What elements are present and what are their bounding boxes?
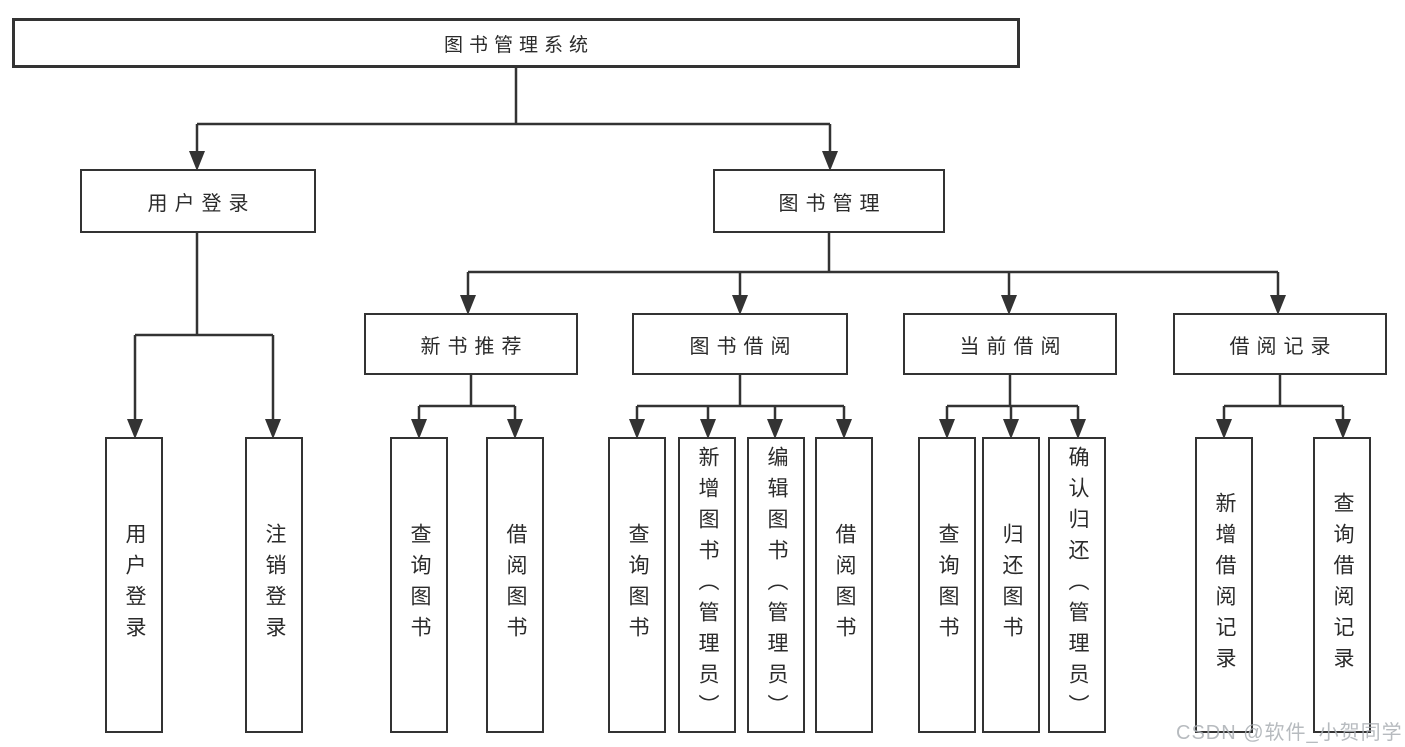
node-book-management-label: 图书管理 xyxy=(778,192,887,215)
node-root-label: 图书管理系统 xyxy=(443,34,594,56)
leaf-current-confirm-return-admin-label: 确认归还（管理员） xyxy=(1066,445,1089,725)
leaf-logout-label: 注销登录 xyxy=(263,523,286,647)
connector-lines xyxy=(133,68,1345,421)
leaf-current-confirm-return-admin: 确认归还（管理员） xyxy=(1048,437,1106,733)
leaf-recommend-borrow-books: 借阅图书 xyxy=(486,437,544,733)
leaf-logout: 注销登录 xyxy=(245,437,303,733)
leaf-records-add-record-label: 新增借阅记录 xyxy=(1213,492,1236,678)
leaf-borrow-borrow-books-label: 借阅图书 xyxy=(833,523,856,647)
node-user-login-label: 用户登录 xyxy=(147,192,256,215)
leaf-recommend-query-books: 查询图书 xyxy=(390,437,448,733)
node-current-borrow: 当前借阅 xyxy=(903,313,1117,375)
node-new-book-recommend-label: 新书推荐 xyxy=(420,335,529,358)
node-new-book-recommend: 新书推荐 xyxy=(364,313,578,375)
node-book-borrow: 图书借阅 xyxy=(632,313,848,375)
leaf-current-return-books-label: 归还图书 xyxy=(1000,523,1023,647)
leaf-current-query-books: 查询图书 xyxy=(918,437,976,733)
leaf-user-login: 用户登录 xyxy=(105,437,163,733)
leaf-recommend-borrow-books-label: 借阅图书 xyxy=(504,523,527,647)
node-borrow-records: 借阅记录 xyxy=(1173,313,1387,375)
node-book-management: 图书管理 xyxy=(713,169,945,233)
node-borrow-records-label: 借阅记录 xyxy=(1229,335,1338,358)
leaf-borrow-add-books-admin-label: 新增图书（管理员） xyxy=(696,445,719,725)
node-root: 图书管理系统 xyxy=(12,18,1020,68)
node-book-borrow-label: 图书借阅 xyxy=(689,335,798,358)
leaf-borrow-borrow-books: 借阅图书 xyxy=(815,437,873,733)
leaf-borrow-edit-books-admin-label: 编辑图书（管理员） xyxy=(765,445,788,725)
leaf-user-login-label: 用户登录 xyxy=(123,523,146,647)
leaf-current-return-books: 归还图书 xyxy=(982,437,1040,733)
leaf-borrow-query-books-label: 查询图书 xyxy=(626,523,649,647)
leaf-records-query-record-label: 查询借阅记录 xyxy=(1331,492,1354,678)
leaf-borrow-edit-books-admin: 编辑图书（管理员） xyxy=(747,437,805,733)
watermark: CSDN @软件_小贺同学 xyxy=(1176,722,1403,744)
leaf-borrow-query-books: 查询图书 xyxy=(608,437,666,733)
leaf-borrow-add-books-admin: 新增图书（管理员） xyxy=(678,437,736,733)
leaf-recommend-query-books-label: 查询图书 xyxy=(408,523,431,647)
leaf-current-query-books-label: 查询图书 xyxy=(936,523,959,647)
node-user-login: 用户登录 xyxy=(80,169,316,233)
node-current-borrow-label: 当前借阅 xyxy=(959,335,1068,358)
arrowheads xyxy=(127,151,1351,439)
leaf-records-query-record: 查询借阅记录 xyxy=(1313,437,1371,733)
leaf-records-add-record: 新增借阅记录 xyxy=(1195,437,1253,733)
